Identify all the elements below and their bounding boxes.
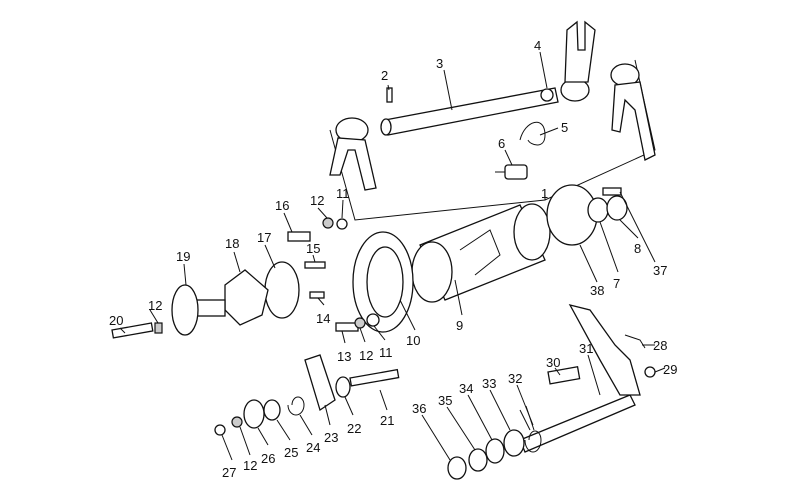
washer-12a [154,322,163,334]
label-31: 31 [579,341,593,356]
label-26: 26 [261,451,275,466]
label-12d: 12 [243,458,257,473]
selector-drum [411,203,551,303]
label-22: 22 [347,421,361,436]
washer-12d [231,416,243,428]
label-13: 13 [337,349,351,364]
label-28: 28 [653,338,667,353]
label-30: 30 [546,355,560,370]
lever-23 [304,354,336,412]
washer-11 [336,218,348,230]
label-29: 29 [663,362,677,377]
washer-12c [354,317,366,329]
sensor-6 [495,164,528,180]
label-12c: 12 [359,348,373,363]
label-5: 5 [561,120,568,135]
label-34: 34 [459,381,473,396]
label-14: 14 [316,311,330,326]
nut-27 [214,424,226,436]
washer-26 [243,399,265,429]
pin-2 [386,87,393,103]
label-35: 35 [438,393,452,408]
washer-12b [322,217,334,229]
label-37: 37 [653,263,667,278]
spring-28 [624,334,646,349]
star-18 [224,269,269,326]
label-16: 16 [275,198,289,213]
label-4: 4 [534,38,541,53]
label-18: 18 [225,236,239,251]
label-36: 36 [412,401,426,416]
ring-34 [485,438,505,464]
bush-22 [335,376,351,398]
label-12b: 12 [148,298,162,313]
stud-21 [349,368,400,387]
label-23: 23 [324,430,338,445]
washer-33 [503,429,525,457]
label-2: 2 [381,68,388,83]
ring-36 [447,456,467,480]
bolt-16 [287,231,311,242]
label-33: 33 [482,376,496,391]
label-3: 3 [436,56,443,71]
washer-7 [587,197,609,223]
ring-4 [540,88,554,102]
plate-17 [264,261,300,319]
label-10: 10 [406,333,420,348]
spacer-25 [263,399,281,421]
label-17: 17 [257,230,271,245]
label-6: 6 [498,136,505,151]
label-19: 19 [176,249,190,264]
label-11b: 11 [379,345,393,360]
washer-8 [606,195,628,221]
shift-fork-left [329,117,377,191]
spring-24 [287,396,305,416]
label-8: 8 [634,241,641,256]
leader-lines [119,51,666,461]
nut-29 [644,366,656,378]
label-12a: 12 [310,193,324,208]
part-labels: 1 2 3 4 5 6 7 8 9 10 11 11 12 12 12 12 1… [109,38,677,480]
label-32: 32 [508,371,522,386]
label-1: 1 [541,186,548,201]
label-38: 38 [590,283,604,298]
cam-19 [171,284,226,336]
bolt-20 [111,322,154,339]
label-15: 15 [306,241,320,256]
label-27: 27 [222,465,236,480]
label-24: 24 [306,440,320,455]
ring-35 [468,448,488,472]
label-11a: 11 [336,186,350,201]
pin-15 [304,261,326,269]
bearing [352,231,414,333]
label-25: 25 [284,445,298,460]
shift-shaft [519,304,641,453]
pin-14 [309,291,325,299]
label-21: 21 [380,413,394,428]
fork-shaft [380,87,559,136]
group-bracket [329,59,656,221]
shift-fork-right [560,20,656,161]
washer-11b [366,313,380,327]
pin-30 [547,366,581,385]
label-20: 20 [109,313,123,328]
label-7: 7 [613,276,620,291]
pin-37 [602,187,622,196]
spring-5 [519,122,546,146]
label-9: 9 [456,318,463,333]
